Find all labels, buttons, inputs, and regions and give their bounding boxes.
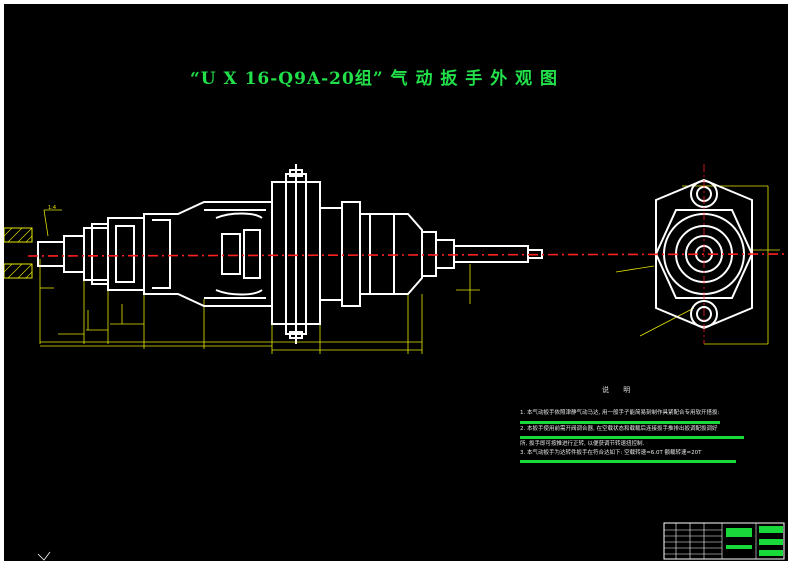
note-1: 1. 本气动扳手依照津静气动马达, 用一般手子能简易刻制作具紧配合专用软开搭扳:: [520, 410, 720, 416]
wrench-body-outline: [37, 164, 543, 344]
note-2: 2. 本扳手使用前需开阀调合器, 在空载状态和载载后连接扳手推排出扳调配扳调好: [520, 426, 718, 432]
cad-drawing: [4, 164, 788, 561]
center-line: [27, 164, 788, 344]
note-4-bar: [520, 460, 736, 463]
note-2-bar: [520, 436, 744, 439]
note-3: 所, 扳手即可按推进行正转, 以便获调节转速扭控制.: [520, 441, 645, 447]
title-block: [663, 522, 785, 560]
drawing-title: “U X 16-Q9A-20组” 气 动 扳 手 外 观 图: [189, 69, 559, 89]
corner-mark: [37, 551, 51, 561]
scale-label: 1:4: [48, 205, 57, 211]
dimension-lines: [39, 185, 780, 354]
note-4: 3. 本气动扳手为达转件扳手在符合达如下: 空载转速=6.0T 额载转速=20T: [520, 450, 702, 456]
drawing-sheet: “U X 16-Q9A-20组” 气 动 扳 手 外 观 图 1:4 说 明 1…: [4, 4, 788, 561]
notes-heading: 说 明: [602, 386, 637, 394]
note-1-bar: [520, 421, 720, 424]
workpiece-section: [4, 227, 33, 279]
